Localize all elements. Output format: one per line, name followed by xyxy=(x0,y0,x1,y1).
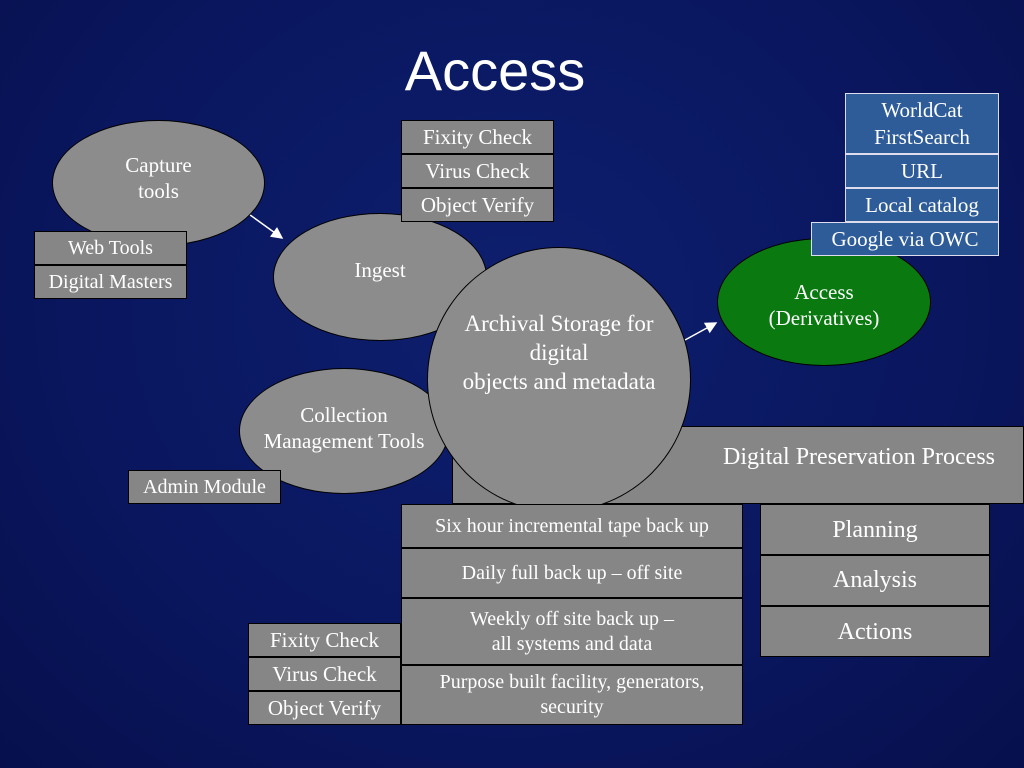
actions-box: Actions xyxy=(760,606,990,657)
capture-tools-ellipse: Capture tools xyxy=(52,120,265,246)
digital-masters-label: Digital Masters xyxy=(48,270,173,293)
planning-label: Planning xyxy=(832,517,918,543)
analysis-box: Analysis xyxy=(760,555,990,606)
storage-fixity-check-box: Fixity Check xyxy=(248,623,401,657)
slide-title: Access xyxy=(404,39,586,102)
planning-box: Planning xyxy=(760,504,990,555)
url-label: URL xyxy=(901,158,943,183)
weekly-backup-label: Weekly off site back up – all systems an… xyxy=(469,607,675,655)
analysis-label: Analysis xyxy=(833,567,917,593)
web-tools-label: Web Tools xyxy=(68,236,153,259)
daily-backup-box: Daily full back up – off site xyxy=(401,548,743,598)
ingest-label: Ingest xyxy=(354,257,406,282)
worldcat-firstsearch-box: WorldCat FirstSearch xyxy=(845,93,999,154)
archival-storage-ellipse: Archival Storage for digital objects and… xyxy=(427,247,691,512)
capture-tools-label: Capture tools xyxy=(125,152,192,203)
access-derivatives-label: Access (Derivatives) xyxy=(768,279,880,330)
local-catalog-label: Local catalog xyxy=(865,192,979,217)
web-tools-box: Web Tools xyxy=(34,231,187,265)
storage-object-verify-box: Object Verify xyxy=(248,691,401,725)
arrow-storage-to-access xyxy=(684,322,718,341)
storage-object-verify-label: Object Verify xyxy=(267,695,382,720)
admin-module-label: Admin Module xyxy=(143,475,266,498)
daily-backup-label: Daily full back up – off site xyxy=(461,561,683,584)
ingest-object-verify-label: Object Verify xyxy=(420,192,535,217)
google-via-owc-box: Google via OWC xyxy=(811,222,999,256)
facility-box: Purpose built facility, generators, secu… xyxy=(401,665,743,725)
facility-label: Purpose built facility, generators, secu… xyxy=(439,671,705,718)
ingest-fixity-check-label: Fixity Check xyxy=(422,124,533,149)
ingest-fixity-check-box: Fixity Check xyxy=(401,120,554,154)
ingest-virus-check-label: Virus Check xyxy=(425,158,530,183)
actions-label: Actions xyxy=(837,619,913,645)
worldcat-firstsearch-label: WorldCat FirstSearch xyxy=(874,98,970,149)
admin-module-box: Admin Module xyxy=(128,470,281,504)
six-hour-backup-label: Six hour incremental tape back up xyxy=(435,515,709,537)
preservation-process-label: Digital Preservation Process xyxy=(723,443,995,470)
url-box: URL xyxy=(845,154,999,188)
local-catalog-box: Local catalog xyxy=(845,188,999,222)
storage-virus-check-label: Virus Check xyxy=(272,661,377,686)
ingest-virus-check-box: Virus Check xyxy=(401,154,554,188)
access-derivatives-ellipse: Access (Derivatives) xyxy=(717,238,931,366)
storage-fixity-check-label: Fixity Check xyxy=(269,627,380,652)
ingest-object-verify-box: Object Verify xyxy=(401,188,554,222)
weekly-backup-box: Weekly off site back up – all systems an… xyxy=(401,598,743,665)
google-via-owc-label: Google via OWC xyxy=(831,226,979,251)
archival-storage-label: Archival Storage for digital objects and… xyxy=(462,311,656,394)
storage-virus-check-box: Virus Check xyxy=(248,657,401,691)
digital-masters-box: Digital Masters xyxy=(34,265,187,299)
arrow-capture-to-ingest xyxy=(245,211,284,239)
collection-management-label: Collection Management Tools xyxy=(263,402,425,453)
six-hour-backup-box: Six hour incremental tape back up xyxy=(401,504,743,548)
